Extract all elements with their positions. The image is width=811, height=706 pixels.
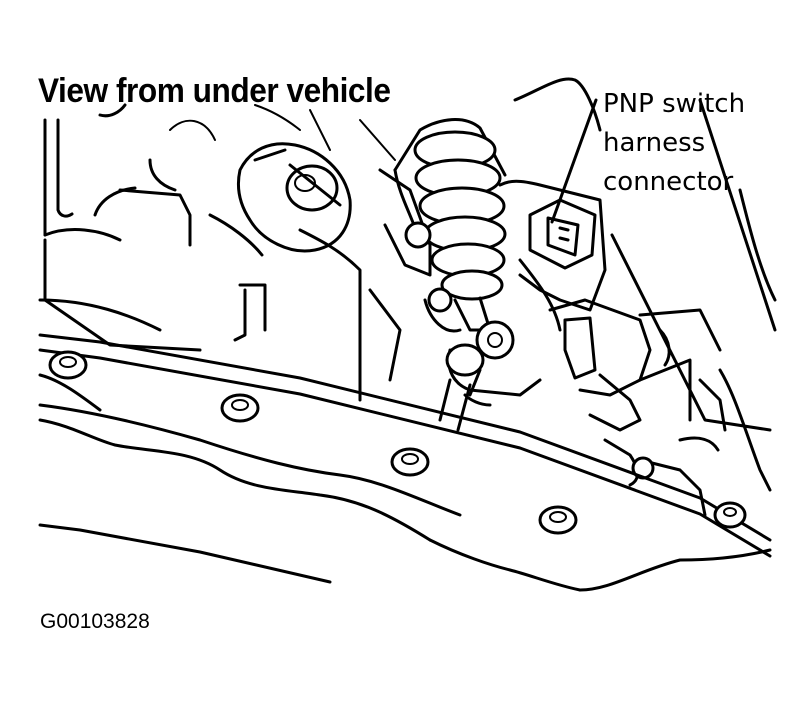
- oil-pan-flange: [38, 333, 772, 592]
- bolt-2: [220, 393, 260, 423]
- bolt-upper: [236, 142, 352, 253]
- housing-outline: [43, 77, 777, 432]
- bolt-1: [48, 350, 88, 380]
- control-lever: [438, 343, 542, 432]
- bolt-4: [538, 505, 578, 535]
- bolt-5: [713, 501, 747, 529]
- callout-leader-line: [550, 98, 598, 224]
- callout-line-3: connector: [603, 167, 734, 197]
- cable-bracket: [378, 168, 462, 333]
- pnp-switch-callout: PNP switch harness connector: [603, 85, 745, 202]
- pnp-switch: [498, 179, 692, 432]
- diagram-title: View from under vehicle: [38, 72, 391, 110]
- flange-bolts: [48, 350, 747, 535]
- callout-line-2: harness: [603, 128, 706, 158]
- callout-line-1: PNP switch: [603, 89, 746, 119]
- case-body-right: [603, 308, 772, 517]
- figure-id: G00103828: [40, 610, 150, 633]
- bolt-3: [390, 447, 430, 477]
- case-body-left: [38, 158, 402, 402]
- shift-cable-boot: [393, 118, 515, 397]
